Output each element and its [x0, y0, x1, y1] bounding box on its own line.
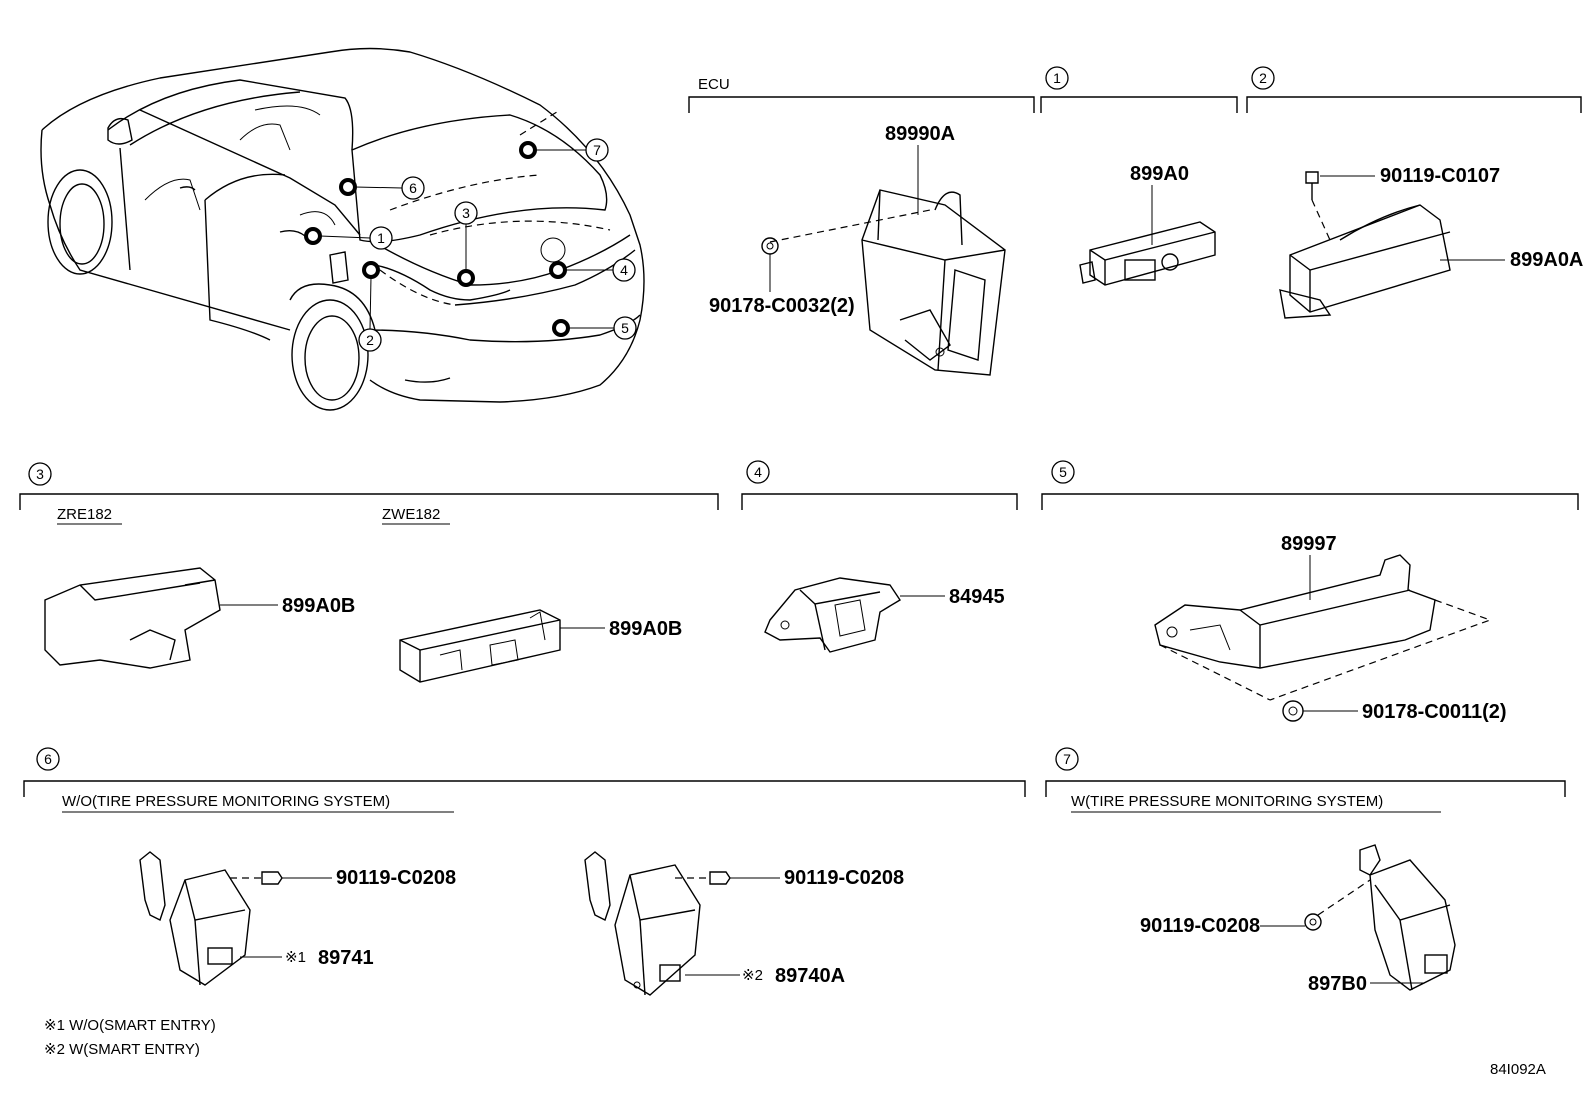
- callout-point-2: [362, 261, 380, 279]
- diagram-id: 84I092A: [1490, 1061, 1546, 1078]
- callout-point-1: [304, 227, 322, 245]
- callout-point-6: [339, 178, 357, 196]
- section-4-part-number: 84945: [949, 586, 1005, 608]
- section-7: 7 W(TIRE PRESSURE MONITORING SYSTEM) 901…: [1045, 747, 1566, 995]
- section-6-bolt-a-part-number: 90119-C0208: [336, 867, 456, 889]
- footnotes: ※1 W/O(SMART ENTRY) ※2 W(SMART ENTRY): [44, 1017, 216, 1058]
- callout-label-5: 5: [621, 320, 629, 336]
- section-2-bolt-part-number: 90119-C0107: [1380, 165, 1500, 187]
- callout-circle-5: [613, 316, 637, 340]
- section-3-variant-a: ZRE182: [57, 506, 112, 523]
- callout-circle-4: [612, 258, 636, 282]
- section-6: 6 W/O(TIRE PRESSURE MONITORING SYSTEM) 9…: [23, 747, 1026, 996]
- callout-circle-3: [454, 201, 478, 225]
- callout-circle-6: [401, 176, 425, 200]
- callout-point-4: [549, 261, 567, 279]
- callout-circle-2: [358, 328, 382, 352]
- section-4-number: 4: [754, 464, 762, 480]
- section-1: 1 899A0: [1040, 66, 1238, 286]
- section-7-number: 7: [1063, 751, 1071, 767]
- section-3: 3 ZRE182 ZWE182 899A0B 899A0B: [19, 462, 719, 683]
- section-6-number: 6: [44, 751, 52, 767]
- section-3-part-b-number: 899A0B: [609, 618, 682, 640]
- section-4: 4 84945: [741, 460, 1018, 653]
- car-overview-illustration: [40, 47, 645, 411]
- section-5-nut-part-number: 90178-C0011(2): [1362, 701, 1507, 723]
- callout-label-1: 1: [377, 230, 385, 246]
- section-6-part-a-number: 89741: [318, 947, 374, 969]
- section-5-number: 5: [1059, 464, 1067, 480]
- section-7-part-number: 897B0: [1308, 973, 1367, 995]
- callout-label-2: 2: [366, 332, 374, 348]
- callout-circle-1: [369, 226, 393, 250]
- section-6-mark-a: ※1: [285, 949, 306, 966]
- car-callout-markers: 1 2 3 4 5 6 7: [304, 138, 637, 352]
- section-2: 2 90119-C0107 899A0A: [1246, 66, 1583, 319]
- section-3-number: 3: [36, 466, 44, 482]
- ecu-section: ECU 90178-C0032(2) 89990A: [688, 76, 1035, 376]
- section-6-bolt-b-part-number: 90119-C0208: [784, 867, 904, 889]
- section-7-heading: W(TIRE PRESSURE MONITORING SYSTEM): [1071, 793, 1383, 810]
- section-2-part-number: 899A0A: [1510, 249, 1583, 271]
- callout-label-7: 7: [593, 142, 601, 158]
- section-6-part-b-number: 89740A: [775, 965, 845, 987]
- ecu-part-number: 89990A: [885, 123, 955, 145]
- section-1-part-number: 899A0: [1130, 163, 1189, 185]
- section-3-part-a-number: 899A0B: [282, 595, 355, 617]
- section-6-heading: W/O(TIRE PRESSURE MONITORING SYSTEM): [62, 793, 390, 810]
- callout-point-5: [552, 319, 570, 337]
- footnote-2: ※2 W(SMART ENTRY): [44, 1041, 200, 1058]
- section-7-bolt-part-number: 90119-C0208: [1140, 915, 1260, 937]
- callout-label-4: 4: [620, 262, 628, 278]
- callout-circle-7: [585, 138, 609, 162]
- footnote-1: ※1 W/O(SMART ENTRY): [44, 1017, 216, 1034]
- callout-point-3: [457, 269, 475, 287]
- section-1-number: 1: [1053, 70, 1061, 86]
- callout-label-3: 3: [462, 205, 470, 221]
- section-5-part-number: 89997: [1281, 533, 1337, 555]
- callout-point-7: [519, 141, 537, 159]
- section-6-mark-b: ※2: [742, 967, 763, 984]
- callout-label-6: 6: [409, 180, 417, 196]
- section-5: 5 90178-C0011(2) 89997: [1041, 460, 1579, 723]
- ecu-nut-part-number: 90178-C0032(2): [709, 295, 855, 317]
- ecu-label: ECU: [698, 76, 730, 93]
- section-2-number: 2: [1259, 70, 1267, 86]
- section-3-variant-b: ZWE182: [382, 506, 440, 523]
